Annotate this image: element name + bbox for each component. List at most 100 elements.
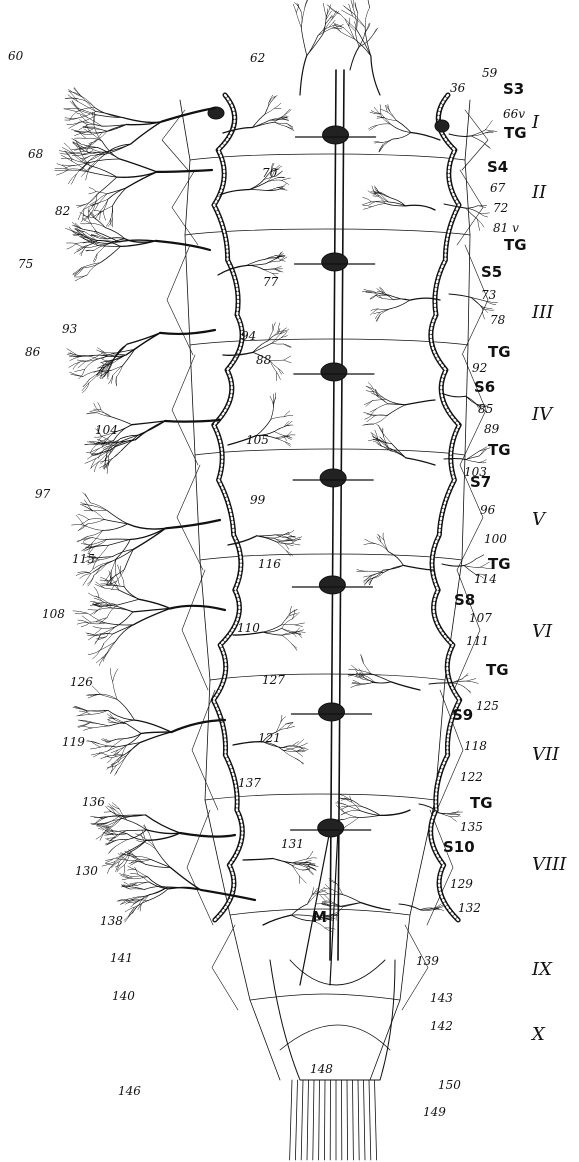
branch — [390, 124, 411, 133]
branch — [365, 539, 375, 543]
label-right: 149 — [423, 1105, 446, 1119]
label-layer: IIIIIIIVVVIVIIVIIIIXX6068827593861049711… — [8, 49, 567, 1119]
branch — [78, 620, 89, 623]
branch — [388, 104, 390, 111]
branch — [71, 174, 76, 184]
branch — [75, 613, 88, 614]
branch — [93, 538, 107, 540]
segment-boundary — [210, 674, 445, 680]
branch — [107, 841, 114, 845]
branch — [130, 884, 138, 886]
branch — [263, 915, 291, 925]
branch — [138, 874, 149, 882]
branch — [128, 524, 166, 529]
branch — [377, 404, 388, 409]
branch — [111, 219, 112, 226]
branch — [405, 400, 435, 405]
branch — [106, 642, 116, 657]
branch — [90, 723, 109, 726]
label-right: 92 — [472, 361, 487, 375]
branch — [479, 460, 487, 463]
branch — [449, 294, 471, 297]
branch — [82, 263, 101, 268]
branch — [126, 830, 146, 831]
branch — [464, 566, 480, 568]
label-right: 67 — [490, 181, 506, 195]
branch — [93, 510, 107, 511]
branch — [277, 542, 291, 544]
branch — [393, 133, 411, 140]
branch — [88, 520, 104, 524]
branch — [374, 389, 386, 399]
branch — [93, 627, 102, 629]
branch — [106, 859, 114, 863]
branch — [280, 189, 287, 190]
branch — [98, 194, 107, 204]
segment-numeral: VII — [532, 744, 560, 765]
branch — [362, 677, 373, 683]
branch — [326, 11, 332, 19]
branch — [270, 360, 284, 361]
branch — [340, 32, 354, 39]
branch — [466, 456, 479, 460]
branch — [84, 525, 103, 530]
branch — [350, 47, 359, 70]
terminal-filament — [369, 1080, 371, 1160]
label-right-marker: S5 — [481, 263, 502, 281]
branch — [116, 625, 134, 642]
branch — [246, 265, 263, 269]
branch — [96, 192, 107, 194]
branch — [343, 28, 354, 40]
branch — [281, 616, 290, 625]
lateral-lobe-left — [177, 465, 203, 570]
branch — [476, 555, 484, 559]
branch — [92, 686, 100, 694]
branch — [292, 644, 298, 649]
branch — [82, 97, 96, 112]
branch — [391, 451, 406, 458]
branch — [411, 133, 440, 141]
branch — [275, 267, 281, 269]
branch — [89, 519, 105, 520]
branch — [371, 29, 376, 37]
branch — [467, 679, 476, 682]
branch — [109, 720, 135, 726]
terminal-filament — [375, 1080, 377, 1160]
branch — [350, 796, 352, 802]
branch — [325, 928, 332, 932]
branch — [479, 449, 485, 456]
branch — [364, 289, 373, 291]
label-right: 142 — [430, 1019, 453, 1033]
branch — [358, 815, 380, 817]
branch — [293, 4, 296, 12]
branch — [466, 460, 479, 463]
branch — [124, 587, 139, 600]
label-left: 75 — [18, 257, 33, 271]
branch — [292, 865, 299, 876]
terminal-filament — [290, 1080, 292, 1160]
branch — [346, 818, 359, 827]
branch — [87, 413, 97, 414]
label-right-marker: TG — [488, 343, 511, 361]
branch — [341, 903, 361, 907]
branch — [387, 405, 405, 416]
branch — [170, 867, 201, 890]
ganglion — [319, 703, 345, 721]
branch — [84, 132, 102, 134]
branch — [372, 186, 375, 194]
branch — [348, 810, 360, 812]
branch — [95, 628, 102, 634]
branch — [284, 356, 291, 360]
branch — [364, 543, 375, 544]
branch — [243, 859, 273, 861]
label-right: 89 — [484, 422, 500, 436]
branch — [166, 520, 220, 528]
branch — [81, 223, 91, 224]
branch — [55, 168, 68, 169]
branch — [89, 623, 107, 624]
branch — [89, 192, 96, 194]
terminal-filament — [358, 1080, 359, 1160]
branch — [116, 366, 122, 377]
branch — [290, 613, 297, 615]
branch — [337, 907, 344, 915]
